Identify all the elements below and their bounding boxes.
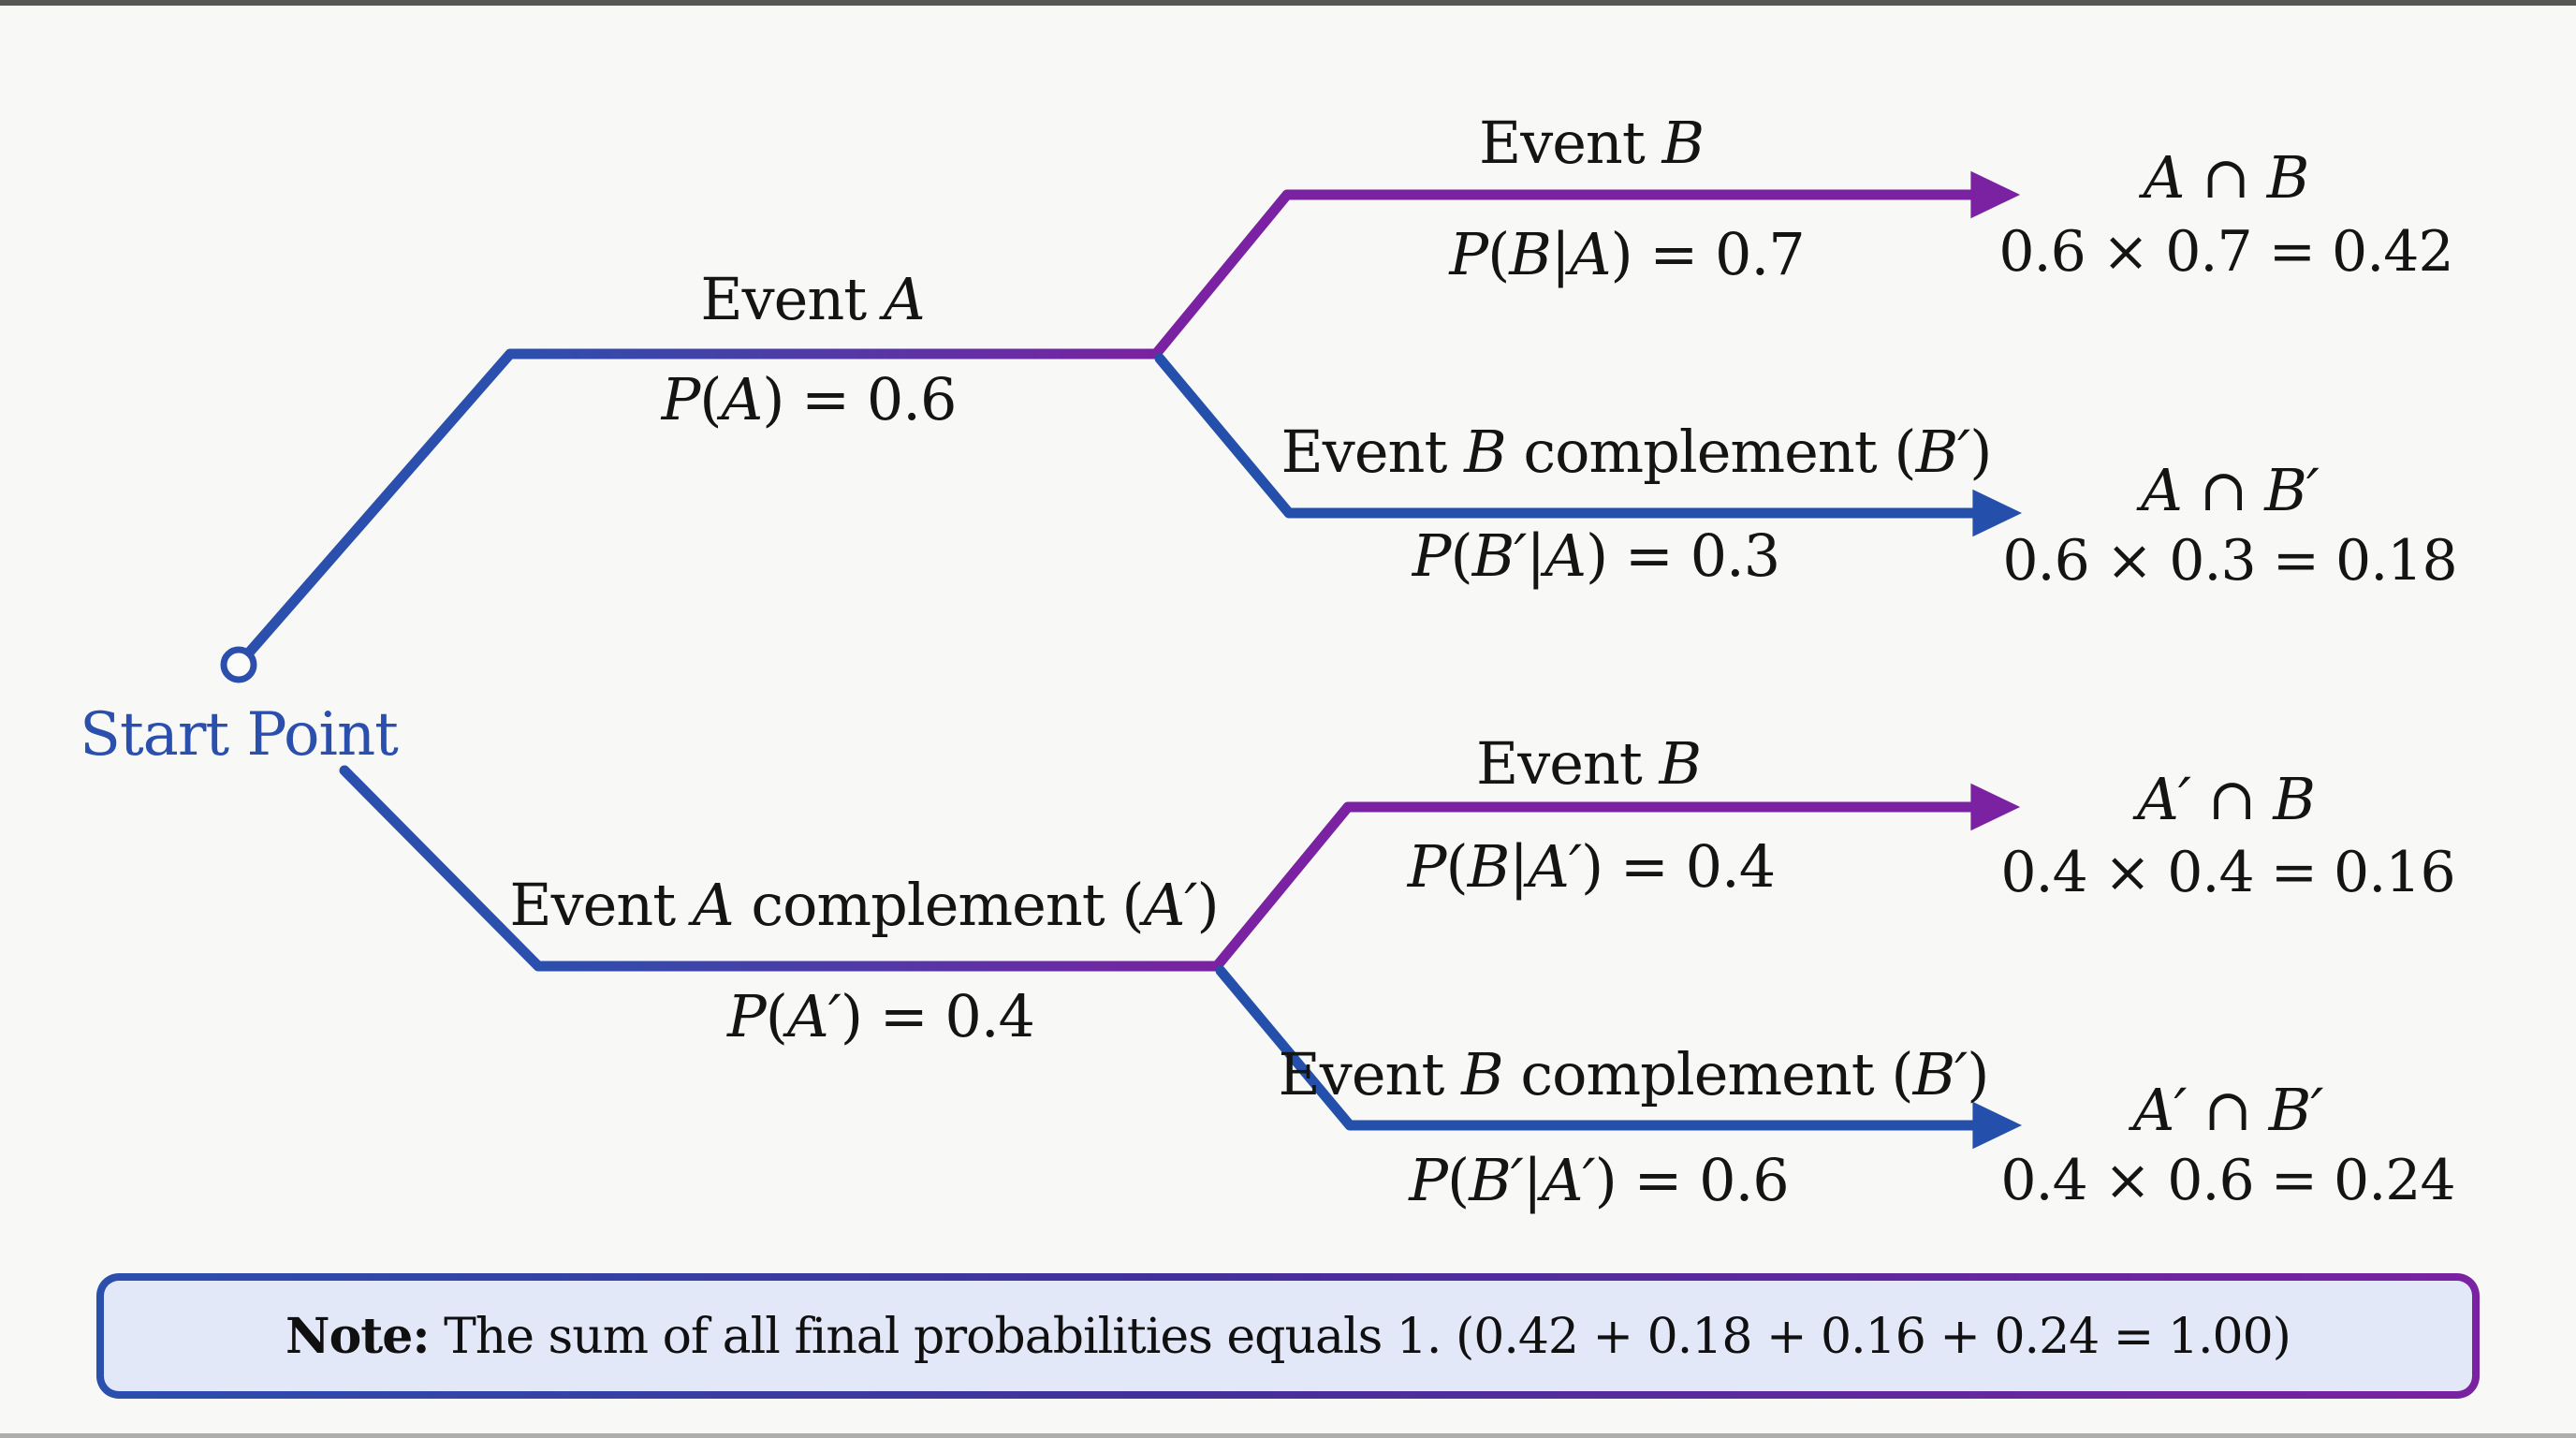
note-box-inner: Note: The sum of all final probabilities… — [104, 1281, 2472, 1391]
leaf-acomp-bcomp-probability: P(B′|A′) = 0.6 — [1409, 1145, 1789, 1214]
top-edge-artifact — [0, 0, 2576, 6]
outcome-acomp-b-calculation: 0.4 × 0.4 = 0.16 — [2000, 840, 2455, 905]
note-text: Note: The sum of all final probabilities… — [285, 1307, 2291, 1365]
branch-a-complement-label: Event A complement (A′) — [509, 870, 1219, 939]
outcome-ab-comp-label: A ∩ B′ — [2141, 455, 2320, 524]
branch-a-complement-probability: P(A′) = 0.4 — [727, 981, 1035, 1050]
branch-a-probability: P(A) = 0.6 — [661, 364, 958, 433]
branch-line-a-complement — [339, 765, 1222, 972]
branch-arrow-acomp-bcomp — [1215, 965, 2023, 1150]
leaf-ab-comp-probability: P(B′|A) = 0.3 — [1412, 521, 1780, 590]
outcome-ab-calculation: 0.6 × 0.7 = 0.42 — [1998, 219, 2453, 285]
start-point-label: Start Point — [80, 699, 399, 770]
leaf-ab-probability: P(B|A) = 0.7 — [1449, 219, 1805, 288]
leaf-ab-comp-label: Event B complement (B′) — [1281, 417, 1993, 486]
outcome-ab-label: A ∩ B — [2143, 142, 2310, 212]
note-box: Note: The sum of all final probabilities… — [96, 1273, 2480, 1399]
branch-arrow-acomp-b — [1211, 783, 2021, 972]
leaf-acomp-b-label: Event B — [1475, 728, 1702, 798]
outcome-acomp-b-label: A′ ∩ B — [2137, 764, 2316, 833]
leaf-ab-label: Event B — [1478, 108, 1705, 177]
outcome-acomp-bcomp-calculation: 0.4 × 0.6 = 0.24 — [2000, 1148, 2455, 1213]
outcome-ab-comp-calculation: 0.6 × 0.3 = 0.18 — [2002, 528, 2457, 594]
bottom-edge-artifact — [0, 1433, 2576, 1438]
leaf-acomp-b-probability: P(B|A′) = 0.4 — [1407, 831, 1776, 901]
start-node-circle — [220, 646, 257, 683]
branch-line-a — [244, 348, 1162, 657]
outcome-acomp-bcomp-label: A′ ∩ B′ — [2132, 1075, 2324, 1144]
branch-arrow-a-b — [1150, 170, 2021, 360]
branch-a-label: Event A — [700, 264, 925, 333]
branch-arrow-a-bcomp — [1154, 353, 2023, 537]
leaf-acomp-bcomp-label: Event B complement (B′) — [1278, 1039, 1990, 1108]
